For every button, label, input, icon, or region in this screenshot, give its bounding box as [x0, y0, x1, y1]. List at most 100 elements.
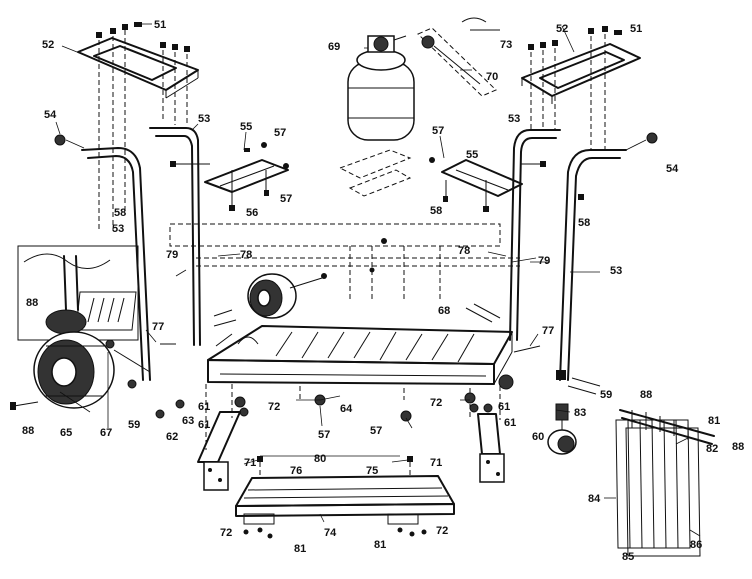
callout-88: 88: [640, 389, 652, 401]
callout-72: 72: [268, 401, 280, 413]
callout-57: 57: [274, 127, 286, 139]
leader-lines: [55, 25, 701, 537]
callout-72: 72: [436, 525, 448, 537]
callout-53: 53: [112, 223, 124, 235]
callout-88: 88: [732, 441, 744, 453]
left-cross-bracket: [170, 142, 289, 211]
callout-57: 57: [280, 193, 292, 205]
caster-assembly: [547, 403, 577, 455]
callout-64: 64: [340, 403, 353, 415]
callout-52: 52: [556, 23, 568, 35]
callout-53: 53: [508, 113, 520, 125]
left-mount-hardware: [10, 309, 326, 419]
callout-57: 57: [432, 125, 444, 137]
propane-tank: [347, 35, 415, 141]
callout-61: 61: [504, 417, 516, 429]
callout-82: 82: [706, 443, 718, 455]
callout-70: 70: [486, 71, 498, 83]
right-dashed-guides: [530, 34, 606, 150]
callout-60: 60: [532, 431, 544, 443]
callout-54: 54: [666, 163, 679, 175]
wheel-large-65: [33, 331, 115, 409]
callout-85: 85: [622, 551, 634, 563]
callout-81: 81: [294, 543, 306, 555]
burner-assembly-ghost: [169, 149, 520, 300]
callout-61: 61: [198, 401, 210, 413]
inset-detail-box: [17, 245, 139, 341]
callout-78: 78: [458, 245, 470, 257]
callout-57: 57: [318, 429, 330, 441]
callout-57: 57: [370, 425, 382, 437]
callout-88: 88: [22, 425, 34, 437]
callout-56: 56: [246, 207, 258, 219]
left-dashed-guides: [98, 30, 188, 230]
right-frame-leg-front: [559, 149, 627, 381]
left-knob-54: [54, 134, 85, 149]
callout-53: 53: [198, 113, 210, 125]
callout-61: 61: [498, 401, 510, 413]
callout-80: 80: [314, 453, 326, 465]
callout-58: 58: [114, 207, 126, 219]
left-frame-leg-front: [81, 147, 151, 381]
rack-bottom-screws: [243, 527, 427, 539]
callout-58: 58: [578, 217, 590, 229]
callout-69: 69: [328, 41, 340, 53]
callout-72: 72: [220, 527, 232, 539]
callout-86: 86: [690, 539, 702, 551]
callout-51: 51: [154, 19, 166, 31]
cart-bottom-shelf: [207, 325, 514, 390]
left-leg-bracket: [197, 411, 241, 491]
axle-67: [105, 339, 151, 373]
callout-63: 63: [182, 415, 194, 427]
left-frame-leg-rear: [149, 127, 201, 346]
callout-52: 52: [42, 39, 54, 51]
callout-77: 77: [152, 321, 164, 333]
callout-53: 53: [610, 265, 622, 277]
callout-61: 61: [198, 419, 210, 431]
callout-81: 81: [708, 415, 720, 427]
shelf-dashed-drops: [205, 384, 501, 450]
regulator-hose: [417, 27, 497, 97]
left-shelf-bracket: [77, 37, 199, 99]
clip-73: [461, 17, 500, 31]
callout-67: 67: [100, 427, 112, 439]
right-frame-leg-rear: [509, 129, 561, 341]
right-leg-bracket: [477, 413, 505, 483]
callout-77: 77: [542, 325, 554, 337]
callout-54: 54: [44, 109, 57, 121]
callout-55: 55: [240, 121, 252, 133]
callout-74: 74: [324, 527, 337, 539]
callout-58: 58: [430, 205, 442, 217]
callout-78: 78: [240, 249, 252, 261]
right-cross-bracket: [429, 157, 584, 212]
callout-65: 65: [60, 427, 72, 439]
callout-59: 59: [600, 389, 612, 401]
callout-68: 68: [438, 305, 450, 317]
side-shelf-slats: [615, 409, 715, 557]
callout-88: 88: [26, 297, 38, 309]
right-knob-54: [625, 132, 658, 151]
callout-76: 76: [290, 465, 302, 477]
callout-72: 72: [430, 397, 442, 409]
callout-51: 51: [630, 23, 642, 35]
callout-71: 71: [430, 457, 442, 469]
right-shelf-bracket: [521, 43, 641, 104]
left-top-screws: [96, 22, 190, 52]
callout-62: 62: [166, 431, 178, 443]
wheel-middle: [247, 273, 327, 319]
bottom-rack: [235, 456, 455, 525]
callout-83: 83: [574, 407, 586, 419]
callout-79: 79: [166, 249, 178, 261]
right-mount-hardware: [400, 303, 601, 422]
callout-59: 59: [128, 419, 140, 431]
callout-55: 55: [466, 149, 478, 161]
callout-75: 75: [366, 465, 378, 477]
right-top-screws: [528, 26, 622, 50]
callout-labels: 51 52 54 53 55 57 57 58 56 53 69 70 73 5…: [22, 19, 744, 563]
callout-79: 79: [538, 255, 550, 267]
callout-81: 81: [374, 539, 386, 551]
callout-71: 71: [244, 457, 256, 469]
callout-73: 73: [500, 39, 512, 51]
